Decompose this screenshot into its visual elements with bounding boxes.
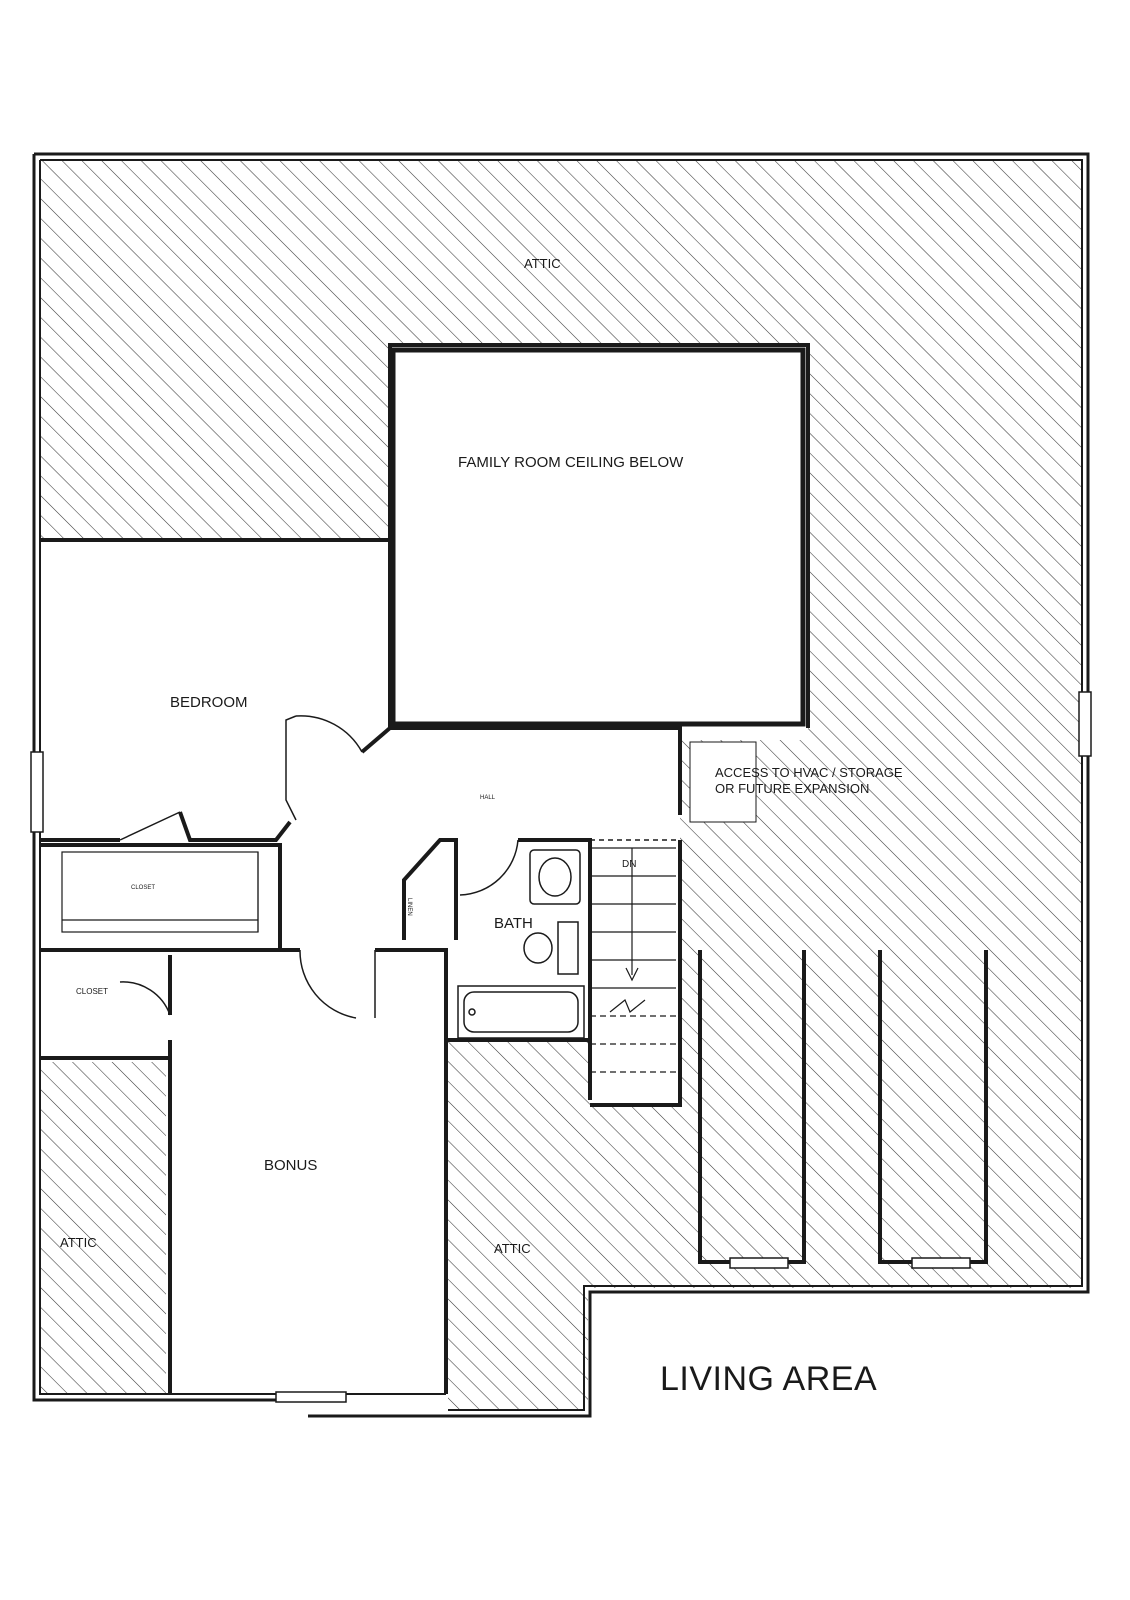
attic-center-label: ATTIC	[494, 1241, 531, 1256]
hvac-access-panel	[689, 741, 757, 823]
bonus-label: BONUS	[264, 1157, 318, 1174]
windows	[30, 691, 1092, 1403]
family-room-void	[390, 347, 806, 727]
plan-title: LIVING AREA	[660, 1360, 878, 1398]
bath-label: BATH	[494, 915, 533, 932]
closet-shelves	[61, 851, 259, 933]
hall-label: HALL	[480, 795, 496, 801]
bath-fixtures	[457, 849, 585, 1039]
stairs	[590, 847, 676, 1073]
family-room-label: FAMILY ROOM CEILING BELOW	[458, 454, 684, 471]
exterior-walls	[32, 152, 1090, 1418]
door-swings	[119, 715, 519, 1019]
attic-left-label: ATTIC	[60, 1235, 97, 1250]
attic-main-hatch	[40, 160, 1082, 1410]
bonus-closet-label: CLOSET	[76, 987, 109, 996]
bedroom-label: BEDROOM	[170, 694, 248, 711]
attic-left-hatch	[40, 1062, 166, 1394]
linen-label: LINEN	[406, 898, 412, 916]
bedroom-closet-label: CLOSET	[131, 885, 156, 891]
attic-top-label: ATTIC	[524, 256, 561, 271]
hvac-access-note: ACCESS TO HVAC / STORAGE OR FUTURE EXPAN…	[715, 765, 903, 796]
stairs-down-label: DN	[622, 859, 637, 870]
